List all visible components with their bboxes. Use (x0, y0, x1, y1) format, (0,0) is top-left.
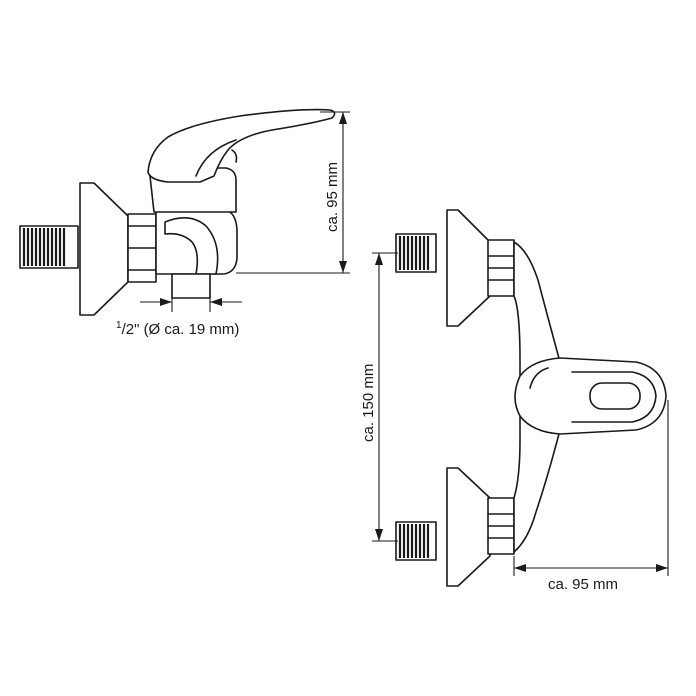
side-lever-handle (147, 108, 336, 183)
side-hex-nut (127, 213, 157, 283)
front-lever-grip-window (589, 382, 641, 410)
side-wall-flange (79, 182, 129, 316)
front-view: ca. 150 mm ca. 95 mm (360, 209, 669, 593)
front-spacing-label: ca. 150 mm (360, 364, 377, 442)
front-top-nut (487, 239, 515, 297)
thread-size-numerator: 1 (116, 320, 122, 331)
thread-size-label: 1/2" (Ø ca. 19 mm) (116, 320, 239, 338)
front-bottom-inlet (395, 521, 437, 561)
front-bottom-nut (487, 497, 515, 555)
side-outlet-dimension (140, 282, 242, 312)
front-lever-shading (529, 367, 549, 389)
side-height-dimension (236, 111, 350, 274)
side-threaded-inlet (19, 225, 79, 269)
front-lever-inner-outline (571, 371, 657, 423)
side-handle-crease (195, 139, 237, 177)
side-height-label: ca. 95 mm (324, 162, 341, 232)
front-bottom-flange (446, 467, 491, 587)
front-depth-dimension (513, 400, 669, 576)
front-top-flange (446, 209, 491, 327)
side-view: ca. 95 mm 1/2" (Ø ca. 19 mm) (19, 108, 350, 338)
front-top-inlet (395, 233, 437, 273)
thread-size-rest: /2" (Ø ca. 19 mm) (122, 321, 240, 338)
side-outlet-pipe (171, 273, 211, 299)
side-handle-notch (231, 149, 238, 163)
front-spacing-dimension (372, 252, 398, 542)
front-depth-label: ca. 95 mm (548, 576, 618, 593)
